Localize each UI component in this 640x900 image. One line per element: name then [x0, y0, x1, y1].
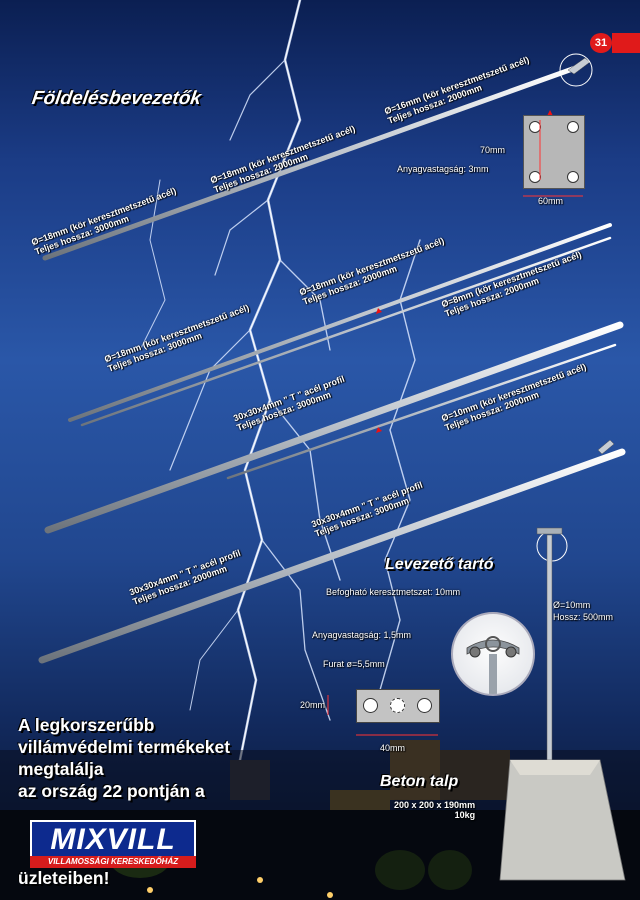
- holder-plate-hole: [417, 698, 432, 713]
- base-specs: 200 x 200 x 190mm 10kg: [394, 800, 475, 820]
- plate-width-label: 60mm: [538, 196, 564, 206]
- promo-text: A legkorszerűbb villámvédelmi termékeket…: [18, 715, 231, 801]
- page-number: 31: [590, 33, 612, 53]
- brand-subtitle: VILLAMOSSÁGI KERESKEDŐHÁZ: [30, 856, 196, 868]
- holder-rod-length: Hossz: 500mm: [553, 612, 614, 622]
- plate-hole: [567, 121, 579, 133]
- ground-plate-diagram: [523, 115, 585, 189]
- holder-clamp-photo: [451, 612, 535, 696]
- base-weight: 10kg: [454, 810, 476, 820]
- holder-plate-diagram: [356, 689, 440, 723]
- brand-logo: MIXVILL: [30, 820, 196, 860]
- rod-4: [44, 321, 624, 534]
- base-dims: 200 x 200 x 190mm: [394, 800, 476, 810]
- holder-bore: Furat ø=5,5mm: [323, 659, 385, 669]
- holder-height: 20mm: [300, 700, 326, 710]
- plate-hole: [567, 171, 579, 183]
- holder-title: Levezető tartó: [385, 556, 494, 573]
- holder-plate-hole: [390, 698, 405, 713]
- holder-rod-diameter: Ø=10mm: [553, 600, 591, 610]
- rod-3: [80, 236, 612, 427]
- holder-cross-section: Befogható keresztmetszet: 10mm: [326, 587, 461, 597]
- rod-5: [226, 343, 617, 480]
- plate-thickness-label: Anyagvastagság: 3mm: [397, 164, 489, 174]
- page-tab-decoration: [612, 33, 640, 53]
- holder-plate-hole: [363, 698, 378, 713]
- plate-height-label: 70mm: [480, 145, 506, 155]
- promo-closing: üzleteiben!: [18, 868, 110, 888]
- holder-thickness: Anyagvastagság: 1,5mm: [312, 630, 412, 640]
- base-title: Beton talp: [380, 773, 459, 790]
- rod-6: [38, 448, 626, 664]
- holder-width: 40mm: [380, 743, 406, 753]
- rod-2: [68, 223, 612, 422]
- rod-1: [42, 64, 581, 261]
